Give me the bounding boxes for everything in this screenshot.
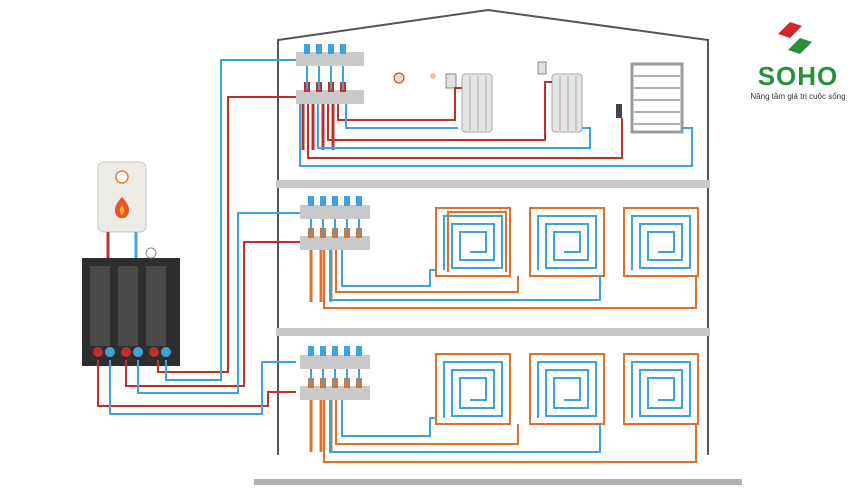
floor-slab-middle <box>276 328 710 336</box>
upper-floor-pipes <box>299 81 693 167</box>
pump-valves <box>93 347 171 357</box>
valve-fittings <box>393 61 547 89</box>
floor-loop-6 <box>623 353 699 425</box>
floor-loop-5 <box>529 353 605 425</box>
house-structure <box>254 8 742 485</box>
ground-line <box>254 479 742 485</box>
manifold-ground <box>300 346 370 452</box>
pump-gauge-icon <box>145 247 157 259</box>
brand-name: SOHO <box>757 61 839 91</box>
towel-rail <box>616 62 684 134</box>
radiator-1 <box>461 73 493 133</box>
thermostatic-valve-icon <box>430 73 436 79</box>
ground-floor-pipes <box>323 400 697 463</box>
floor-loop-3 <box>623 207 699 277</box>
manifold-upper <box>296 44 364 150</box>
boiler <box>97 161 147 258</box>
trunk-pipes <box>97 59 300 415</box>
floor-slab-upper <box>276 180 710 188</box>
radiator-2 <box>551 73 583 133</box>
floor-loop-2 <box>529 207 605 277</box>
house-outline <box>277 8 709 455</box>
soho-logo-icon <box>778 14 812 62</box>
thermostatic-valve-icon <box>445 73 457 89</box>
boiler-gauge-icon <box>115 170 129 184</box>
floor-loop-4 <box>435 353 511 425</box>
pump-group <box>82 247 180 366</box>
manifold-middle <box>300 196 370 302</box>
brand-tagline: Nâng tầm giá trị cuộc sống <box>750 92 846 101</box>
thermostatic-valve-icon <box>393 72 405 84</box>
brand-logo: SOHO Nâng tầm giá trị cuộc sống <box>748 12 848 102</box>
thermostatic-valve-icon <box>537 61 547 75</box>
middle-floor-pipes <box>323 250 697 309</box>
floor-loop-1 <box>435 207 511 277</box>
